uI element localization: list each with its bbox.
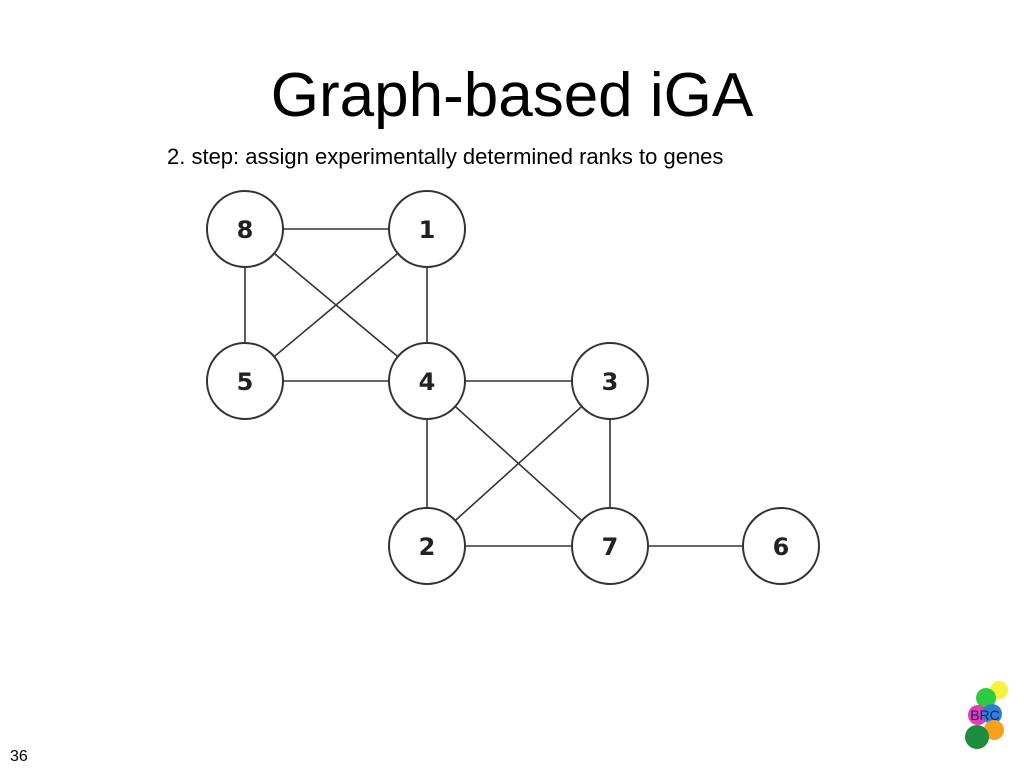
- node-circle-1: [388, 190, 466, 268]
- node-label-7: 7: [602, 533, 619, 561]
- logo-dot-orange: [984, 720, 1004, 740]
- node-label-4: 4: [419, 368, 436, 396]
- node-circle-6: [742, 507, 820, 585]
- node-circle-4: [388, 342, 466, 420]
- node-label-1: 1: [419, 216, 436, 244]
- node-label-2: 2: [419, 533, 436, 561]
- brc-logo: BRC: [965, 681, 1008, 749]
- slide-title: Graph-based iGA: [270, 61, 754, 130]
- node-circle-8: [206, 190, 284, 268]
- logo-text: BRC: [970, 707, 1000, 723]
- node-label-8: 8: [237, 216, 254, 244]
- node-label-5: 5: [237, 368, 254, 396]
- node-4: 4: [388, 342, 466, 420]
- logo-dot-green: [976, 688, 996, 708]
- node-8: 8: [206, 190, 284, 268]
- node-5: 5: [206, 342, 284, 420]
- node-1: 1: [388, 190, 466, 268]
- node-circle-7: [571, 507, 649, 585]
- slide-subtitle: 2. step: assign experimentally determine…: [167, 144, 724, 169]
- graph-edges: [244, 228, 781, 547]
- graph-nodes: 8 1 5 4 3 2 7 6: [206, 190, 820, 585]
- node-7: 7: [571, 507, 649, 585]
- node-6: 6: [742, 507, 820, 585]
- node-label-3: 3: [602, 368, 619, 396]
- node-3: 3: [571, 342, 649, 420]
- node-circle-3: [571, 342, 649, 420]
- edge-1-5: [244, 228, 428, 382]
- node-circle-5: [206, 342, 284, 420]
- node-circle-2: [388, 507, 466, 585]
- page-number: 36: [10, 748, 28, 765]
- logo-dot-darkgreen: [965, 725, 989, 749]
- node-label-6: 6: [773, 533, 790, 561]
- edge-3-2: [426, 380, 611, 547]
- node-2: 2: [388, 507, 466, 585]
- logo-dot-blue: [982, 704, 1002, 724]
